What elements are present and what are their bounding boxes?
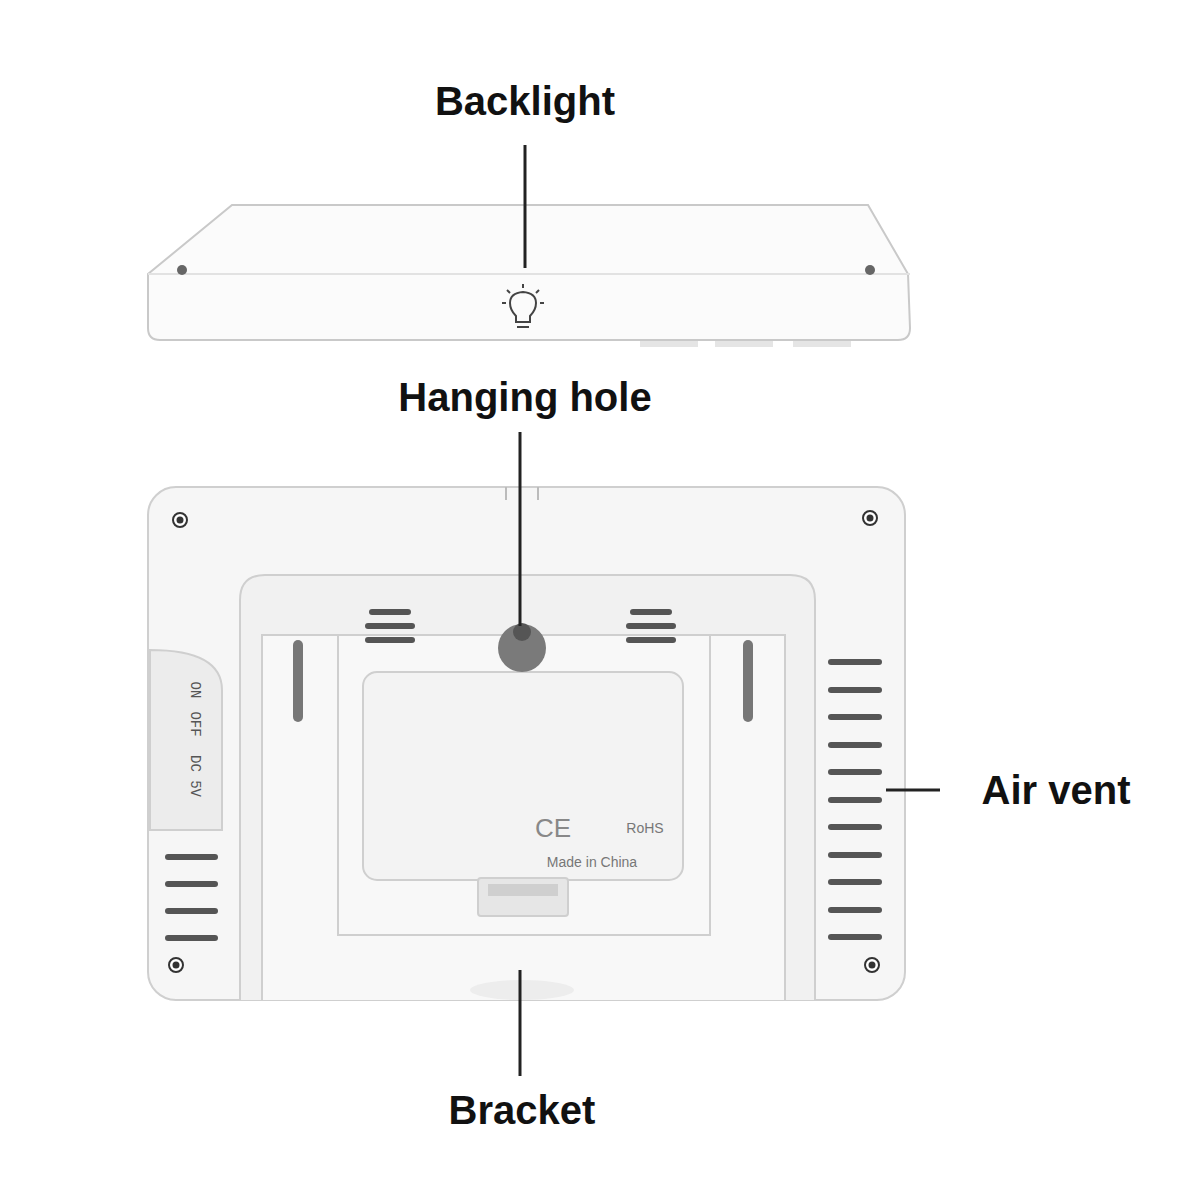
ce-mark: CE <box>535 815 571 841</box>
bulb-icon <box>502 284 544 327</box>
part-label: Hanging hole <box>398 377 651 417</box>
back-view <box>148 487 905 1000</box>
switch-label: OFF <box>188 711 202 736</box>
vent-slots <box>168 612 879 938</box>
screws <box>169 511 879 972</box>
part-label: Bracket <box>449 1090 596 1130</box>
port-label: DC 5V <box>188 755 202 797</box>
leader-lines <box>520 145 940 1076</box>
rohs-mark: RoHS <box>626 821 663 835</box>
top-view <box>148 205 910 347</box>
switch-label: ON <box>188 682 202 699</box>
part-label: Air vent <box>982 770 1131 810</box>
origin-label: Made in China <box>547 855 637 869</box>
hanging-hole-shape <box>498 623 546 672</box>
part-label: Backlight <box>435 81 615 121</box>
